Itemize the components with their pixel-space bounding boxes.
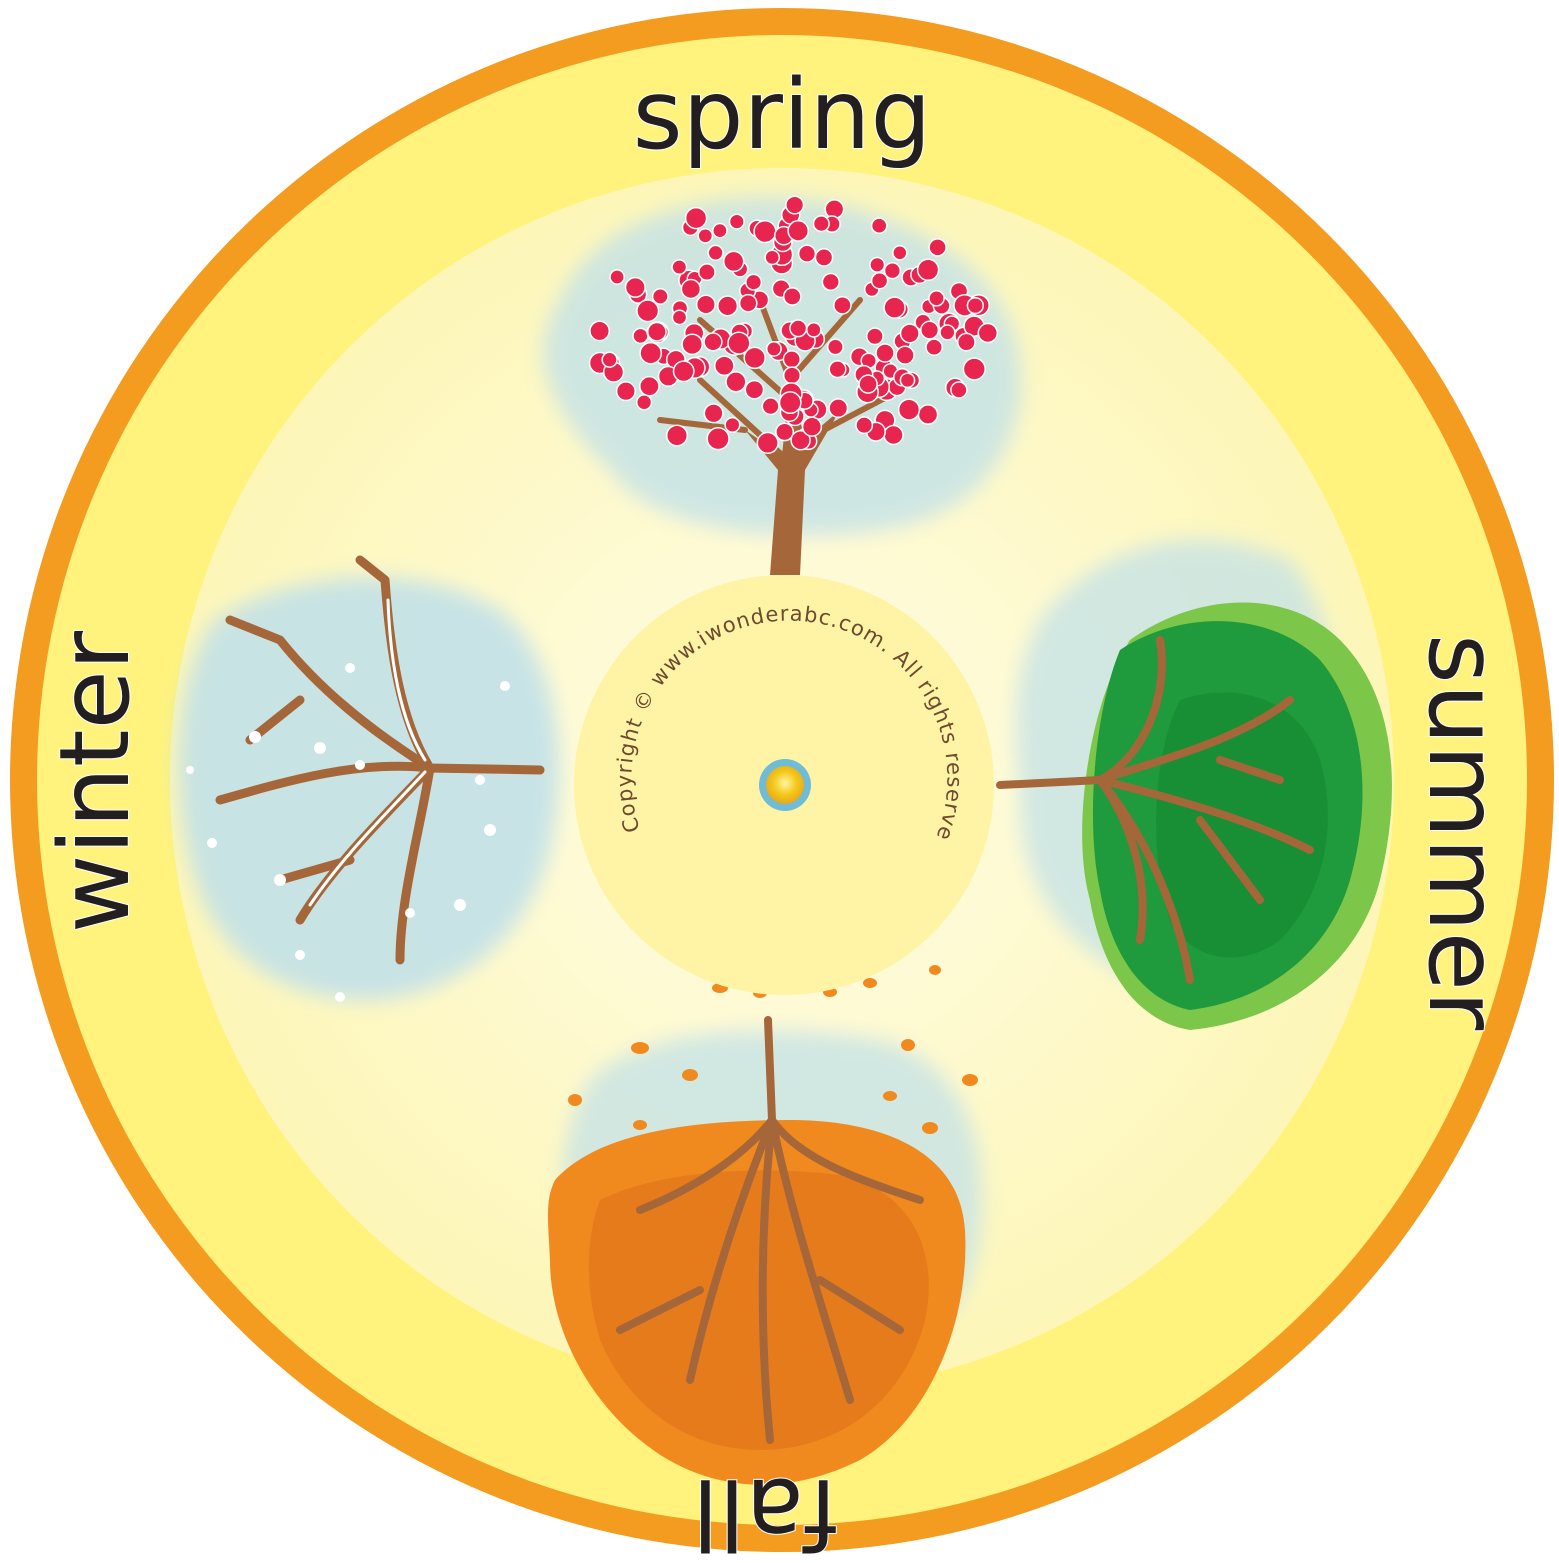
blossom [899, 399, 920, 420]
center-hub-icon[interactable] [759, 759, 811, 811]
blossom [725, 418, 740, 433]
blossom [786, 196, 804, 214]
blossom [929, 291, 944, 306]
blossom [784, 288, 801, 305]
blossom [926, 339, 942, 355]
blossom [784, 367, 801, 384]
blossom [762, 398, 779, 415]
blossom [674, 361, 694, 381]
blossom [884, 297, 905, 318]
blossom [978, 324, 997, 343]
blossom [686, 208, 707, 229]
blossom [900, 373, 914, 387]
blossom [704, 404, 723, 423]
blossom [884, 426, 903, 445]
blossom [876, 344, 894, 362]
blossom [754, 221, 776, 243]
blossom [872, 273, 888, 289]
blossom [698, 229, 712, 243]
blossom [967, 298, 983, 314]
blossom [667, 425, 688, 446]
blossom [730, 214, 745, 229]
blossom [901, 324, 920, 343]
blossom [672, 260, 686, 274]
blossom [834, 297, 851, 314]
blossom [872, 218, 887, 233]
blossom [708, 245, 723, 260]
blossom [728, 332, 750, 354]
blossom [746, 274, 762, 290]
blossom [648, 323, 666, 341]
blossom [929, 239, 946, 256]
season-label-winter: winter [39, 630, 151, 933]
season-label-spring: spring [633, 59, 932, 171]
blossom [637, 300, 659, 322]
blossom [951, 382, 967, 398]
blossom [718, 296, 738, 316]
blossom [867, 328, 883, 344]
blossom [780, 392, 801, 413]
blossom [740, 295, 757, 312]
winter-tree-icon [178, 560, 559, 1002]
blossom [896, 346, 914, 364]
blossom [610, 270, 624, 284]
blossom [788, 221, 808, 241]
blossom [765, 250, 779, 264]
season-label-fall: fall [692, 1457, 838, 1563]
blossom [856, 417, 872, 433]
blossom [940, 325, 955, 340]
blossom [828, 339, 843, 354]
blossom [893, 246, 907, 260]
blossom [681, 280, 700, 299]
blossom [757, 433, 778, 454]
blossom [704, 333, 722, 351]
blossom [918, 405, 937, 424]
blossom [697, 295, 716, 314]
blossom [699, 264, 715, 280]
blossom [825, 200, 843, 218]
blossom [918, 259, 939, 280]
blossom [958, 333, 975, 350]
blossom [640, 377, 659, 396]
blossom [815, 249, 832, 266]
blossom [745, 381, 763, 399]
blossom [637, 395, 652, 410]
season-label-summer: summer [1407, 634, 1519, 1031]
blossom [870, 258, 885, 273]
blossom [590, 321, 609, 340]
blossom [814, 216, 830, 232]
blossom [790, 320, 807, 337]
blossom [803, 417, 822, 436]
blossom [799, 245, 816, 262]
blossom [859, 375, 877, 393]
blossom [617, 382, 636, 401]
blossom [640, 343, 661, 364]
blossom [807, 323, 821, 337]
blossom [602, 352, 617, 367]
blossom [682, 334, 702, 354]
blossom [829, 399, 847, 417]
blossom [767, 342, 781, 356]
blossom [829, 361, 846, 378]
blossom [783, 351, 800, 368]
blossom [822, 274, 839, 291]
blossom [724, 251, 744, 271]
blossom [633, 328, 648, 343]
blossom [963, 358, 985, 380]
blossom [672, 310, 686, 324]
blossom [626, 278, 646, 298]
blossom [921, 321, 939, 339]
blossom [707, 428, 729, 450]
blossom [726, 372, 746, 392]
blossom [713, 224, 727, 238]
